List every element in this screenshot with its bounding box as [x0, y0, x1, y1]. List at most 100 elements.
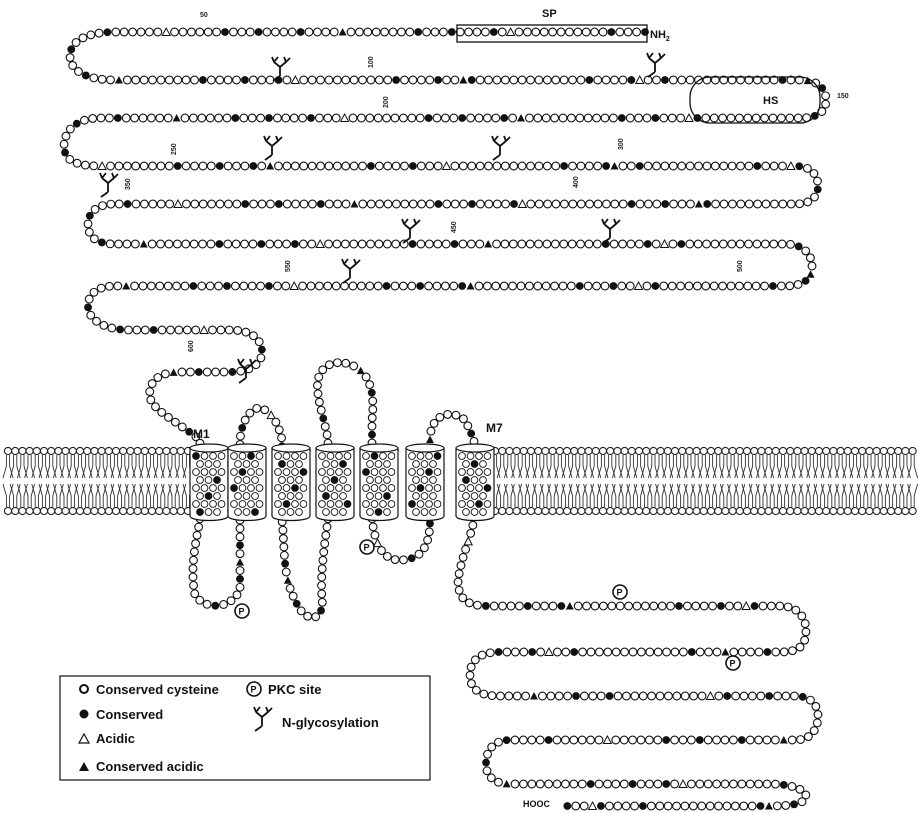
residue: [626, 114, 634, 122]
residue: [236, 567, 244, 575]
residue: [232, 240, 240, 248]
conserved-residue: [211, 602, 219, 610]
residue: [66, 155, 74, 163]
helix-residue: [231, 501, 238, 508]
helix-residue: [421, 461, 428, 468]
conserved-acidic-residue: [350, 200, 358, 208]
residue: [683, 602, 691, 610]
helix-residue: [279, 509, 286, 516]
residue: [656, 692, 664, 700]
helix-residue: [471, 493, 478, 500]
lipid-head: [808, 507, 815, 514]
helix-residue: [201, 453, 208, 460]
lipid-head: [499, 507, 506, 514]
residue: [527, 76, 535, 84]
residue: [358, 114, 366, 122]
residue: [347, 28, 355, 36]
pkc-site-letter: P: [730, 659, 736, 669]
lipid-head: [607, 447, 614, 454]
helix-residue: [239, 485, 246, 492]
residue: [248, 114, 256, 122]
conserved-residue: [602, 162, 610, 170]
lipid-head: [112, 447, 119, 454]
residue: [364, 28, 372, 36]
conserved-residue: [368, 389, 376, 397]
residue: [349, 282, 357, 290]
residue: [635, 114, 643, 122]
residue: [131, 282, 139, 290]
helix-residue: [235, 461, 242, 468]
residue: [562, 780, 570, 788]
residue: [220, 601, 228, 609]
helix-residue: [214, 493, 221, 500]
residue: [780, 648, 788, 656]
helix-residue: [363, 485, 370, 492]
helix-residue: [434, 453, 441, 460]
helix-residue: [235, 509, 242, 516]
lipid-head: [69, 507, 76, 514]
residue: [668, 114, 676, 122]
residue: [595, 736, 603, 744]
residue: [515, 602, 523, 610]
helix-residue: [256, 485, 263, 492]
lipid-head: [758, 447, 765, 454]
residue: [417, 76, 425, 84]
residue: [233, 200, 241, 208]
lipid-head: [657, 507, 664, 514]
residue: [730, 780, 738, 788]
residue: [498, 28, 506, 36]
residue: [791, 692, 799, 700]
conserved-residue: [468, 76, 476, 84]
residue: [273, 282, 281, 290]
helix-residue: [283, 469, 290, 476]
residue: [258, 200, 266, 208]
lipid-head: [635, 507, 642, 514]
helix-residue: [467, 469, 474, 476]
residue: [191, 76, 199, 84]
residue-number-300: 300: [618, 138, 625, 150]
conserved-residue: [639, 802, 647, 810]
lipid-head: [815, 507, 822, 514]
helix-residue: [480, 509, 487, 516]
helix-residue: [214, 461, 221, 468]
lipid-head: [12, 447, 19, 454]
residue: [544, 200, 552, 208]
residue: [721, 780, 729, 788]
residue: [532, 602, 540, 610]
helix-residue: [371, 453, 378, 460]
residue: [139, 114, 147, 122]
helix-residue: [283, 501, 290, 508]
residue: [721, 736, 729, 744]
lipid-head: [715, 507, 722, 514]
helix-residue: [413, 477, 420, 484]
residue: [250, 332, 258, 340]
residue: [474, 601, 482, 609]
helix-cap: [272, 444, 310, 452]
residue: [443, 200, 451, 208]
pkc-site-letter: P: [617, 588, 623, 598]
helix-residue: [292, 501, 299, 508]
helix-residue: [463, 461, 470, 468]
conserved-residue: [662, 736, 670, 744]
helix-residue: [218, 501, 225, 508]
residue: [267, 200, 275, 208]
residue: [237, 367, 245, 375]
helix-residue: [409, 469, 416, 476]
conserved-residue: [641, 28, 649, 36]
helix-residue: [430, 477, 437, 484]
residue: [459, 553, 467, 561]
conserved-acidic-residue: [807, 270, 815, 278]
residue: [330, 28, 338, 36]
conserved-residue: [241, 200, 249, 208]
conserved-residue: [662, 780, 670, 788]
residue: [209, 326, 217, 334]
residue: [505, 692, 513, 700]
lipid-head: [794, 447, 801, 454]
lipid-head: [787, 507, 794, 514]
residue: [359, 162, 367, 170]
residue: [131, 240, 139, 248]
helix-residue: [218, 453, 225, 460]
residue: [199, 200, 207, 208]
residue: [431, 28, 439, 36]
helix-residue: [279, 477, 286, 484]
